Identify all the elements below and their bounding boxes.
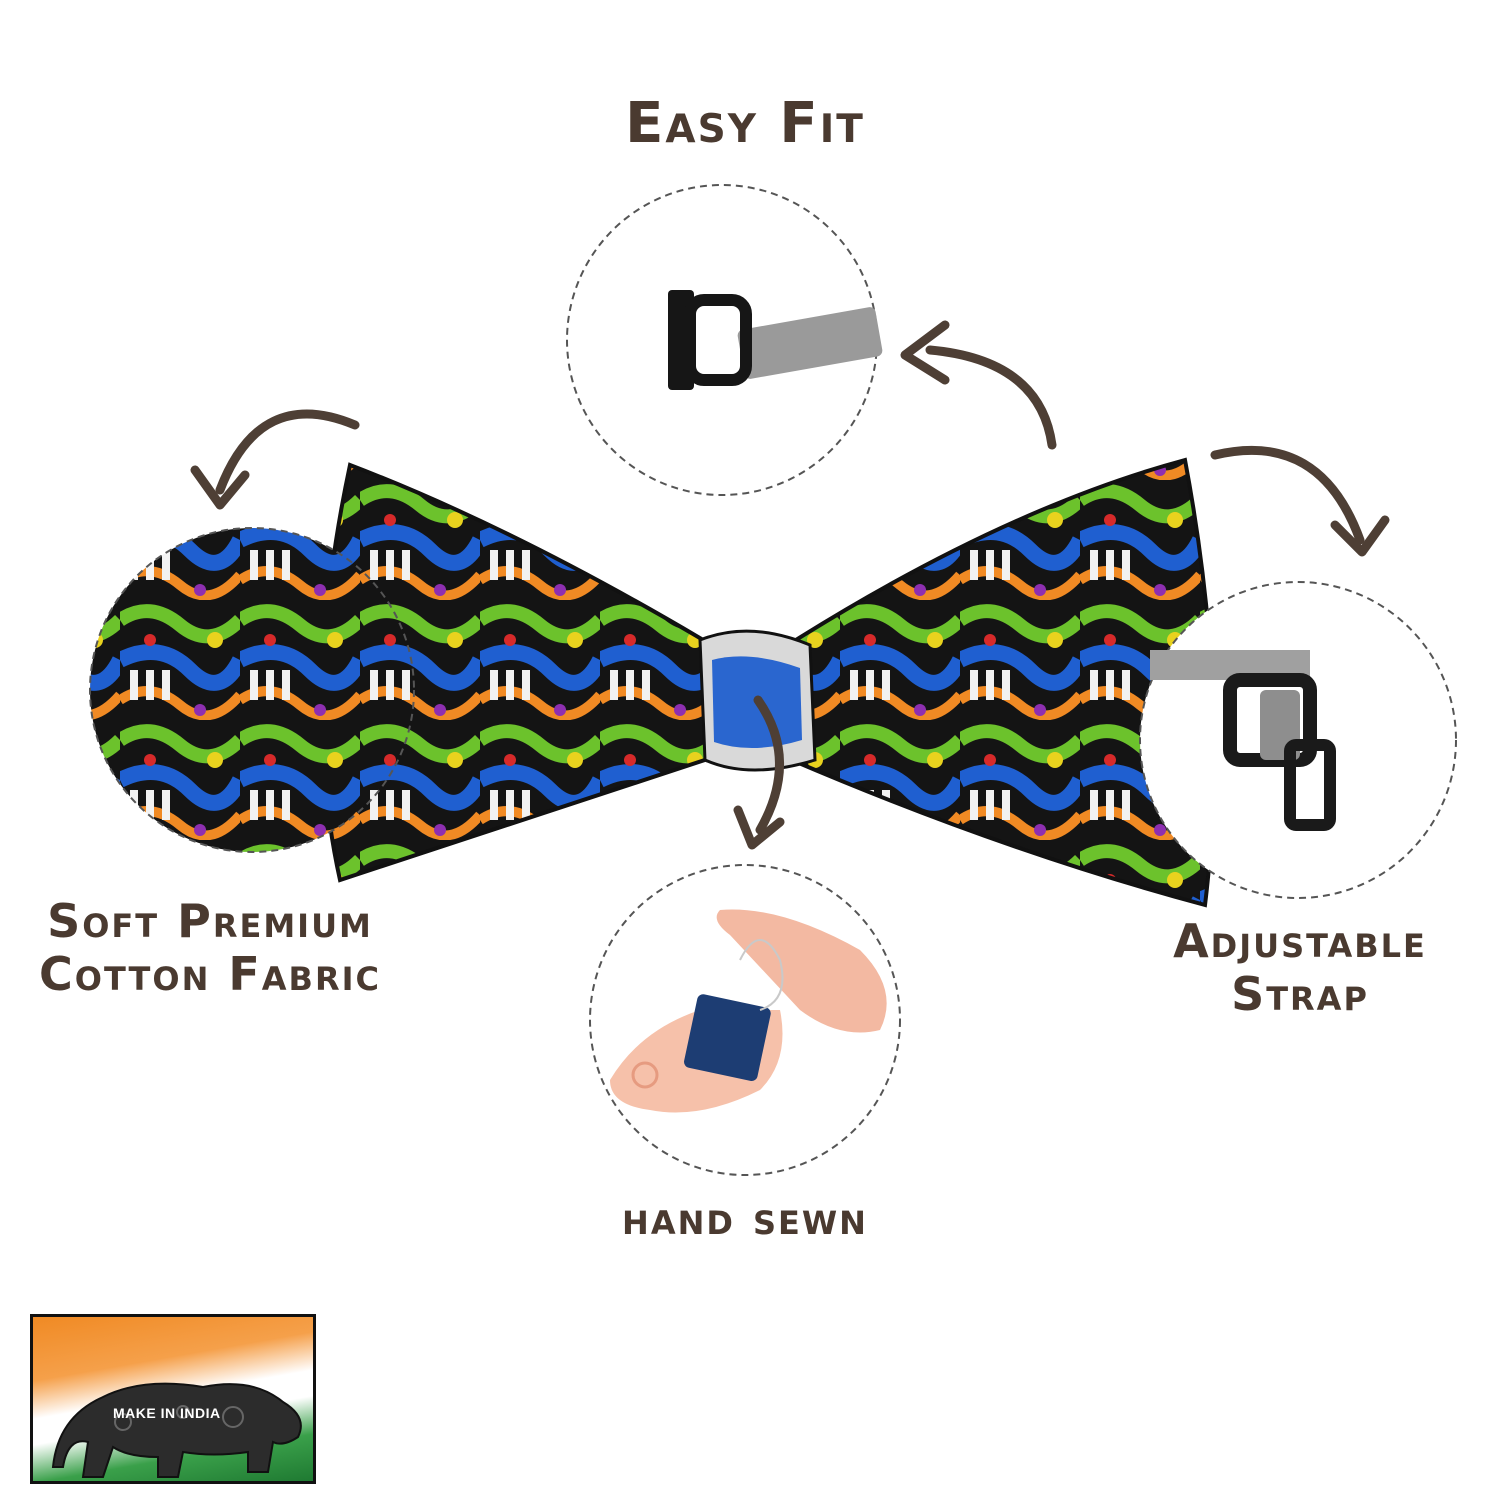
strap-clip-icon — [1150, 650, 1336, 831]
make-in-india-badge: MAKE IN INDIA — [30, 1314, 316, 1484]
hand-sewing-icon — [610, 909, 887, 1113]
arrowhead-easy-fit — [900, 320, 950, 385]
arrow-to-hand-sewn — [753, 695, 784, 835]
arrowhead-strap — [1330, 515, 1390, 557]
adjustable-strap-title: Adjustable Strap — [1130, 915, 1470, 1021]
adjustable-line1: Adjustable — [1173, 914, 1427, 968]
make-in-india-text: MAKE IN INDIA — [113, 1405, 221, 1421]
arrow-to-easy-fit — [925, 345, 1057, 450]
fabric-closeup-circle — [89, 527, 415, 853]
arrowhead-hand-sewn — [733, 805, 785, 850]
arrow-to-fabric — [215, 409, 360, 495]
easy-fit-title: Easy Fit — [625, 91, 865, 156]
arrow-to-strap — [1210, 445, 1365, 545]
soft-fabric-line2: Cotton Fabric — [39, 946, 381, 1001]
adjustable-line2: Strap — [1231, 966, 1369, 1021]
buckle-icon — [668, 290, 883, 390]
hand-sewn-title: hand sewn — [622, 1191, 868, 1245]
soft-fabric-line1: Soft Premium — [47, 894, 373, 948]
arrowhead-fabric — [190, 465, 250, 510]
soft-fabric-title: Soft Premium Cotton Fabric — [20, 895, 400, 1001]
bow-tie-image — [320, 457, 1216, 908]
lion-logo-icon — [51, 1382, 302, 1478]
